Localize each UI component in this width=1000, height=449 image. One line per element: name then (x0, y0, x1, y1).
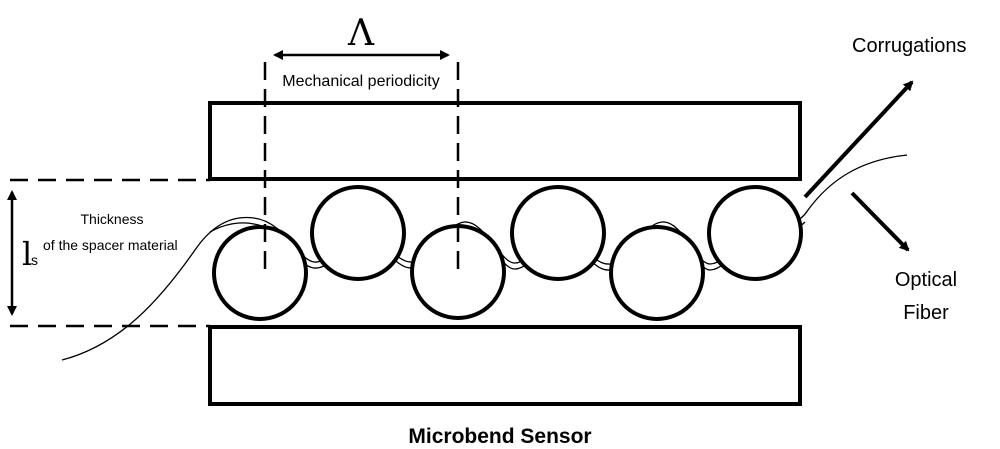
period-symbol: Λ (347, 13, 375, 54)
corrugation-rod (212, 225, 308, 321)
thickness-symbol: l (22, 235, 32, 273)
corrugation-rod (707, 185, 803, 281)
corrugation-rod (510, 185, 606, 281)
spacer-material-label: of the spacer material (43, 237, 178, 253)
thickness-subscript: s (31, 252, 38, 268)
thickness-label: Thickness (80, 211, 143, 227)
corrugation-rod (310, 185, 406, 281)
optical-fiber-arrow (850, 191, 910, 252)
fiber-label: Fiber (903, 302, 949, 324)
corrugations-label: Corrugations (852, 35, 967, 57)
bottom-plate (208, 325, 802, 406)
optical-label: Optical (895, 269, 957, 291)
top-plate (208, 101, 802, 181)
diagram-title: Microbend Sensor (408, 425, 591, 448)
periodicity-label: Mechanical periodicity (282, 73, 439, 90)
corrugations-arrow (803, 80, 914, 199)
optical-fiber-inner (209, 221, 806, 271)
corrugation-rod (609, 225, 705, 321)
